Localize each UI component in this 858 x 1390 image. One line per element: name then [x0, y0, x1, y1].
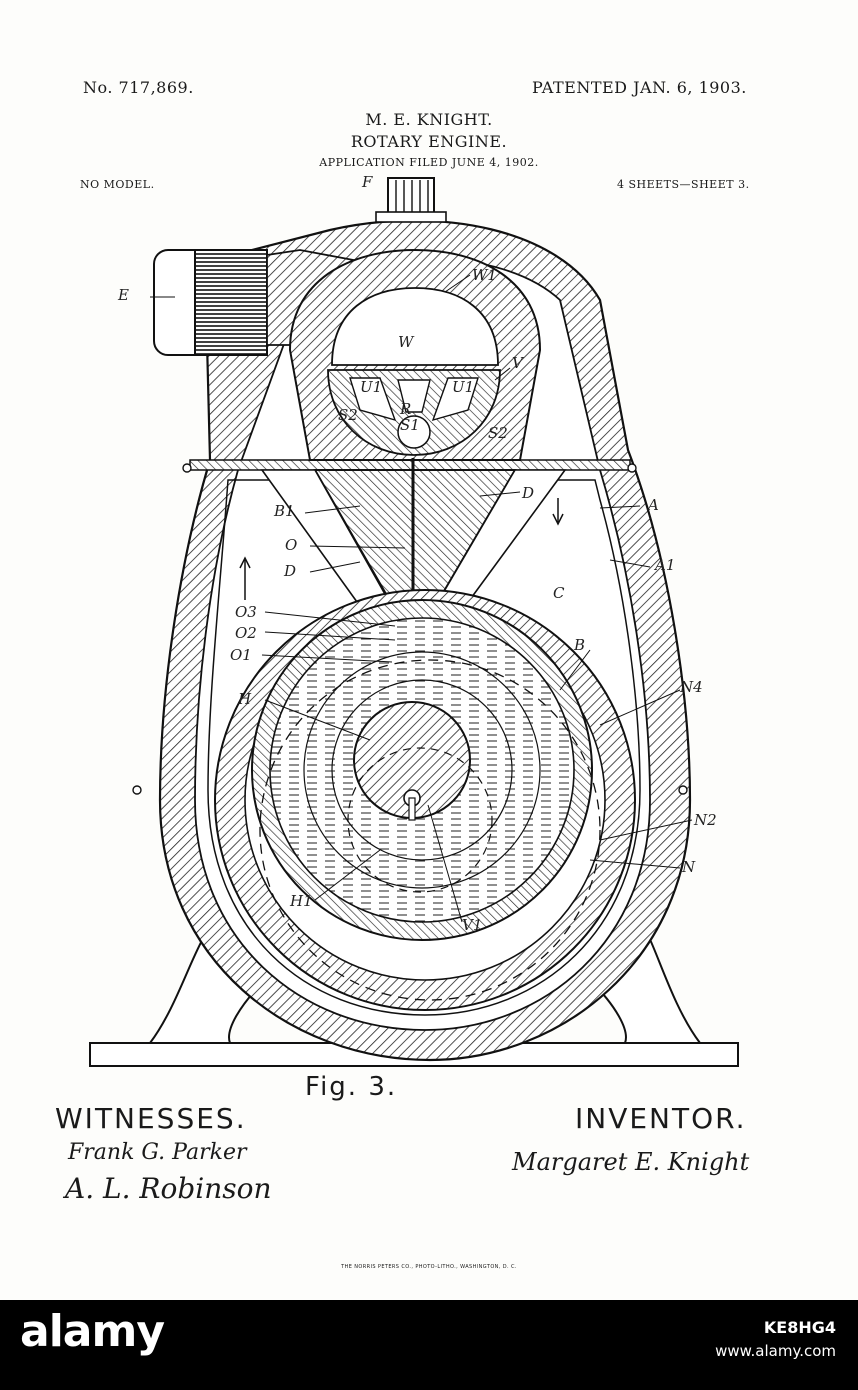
label-u1-right: U1 [452, 378, 474, 396]
label-w1: W1 [472, 266, 497, 284]
figure-caption: Fig. 3. [305, 1072, 398, 1102]
label-b: B [573, 636, 585, 654]
label-f: F [361, 173, 373, 191]
joint-flange [189, 459, 631, 471]
inventor-signature: Margaret E. Knight [512, 1148, 750, 1176]
inventor-name-heading: M. E. KNIGHT. [365, 110, 493, 129]
label-h1: H1 [289, 892, 313, 910]
alamy-logo: alamy [20, 1306, 165, 1357]
rotary-engine-drawing: F E W1 W V U1 U1 S2 S2 R S1 D A A1 B1 O … [89, 173, 739, 1067]
label-s2-left: S2 [338, 406, 358, 424]
inventor-heading: INVENTOR. [575, 1102, 747, 1135]
label-a1: A1 [653, 556, 675, 574]
label-b1: B1 [273, 502, 295, 520]
inner-shell [207, 479, 641, 1016]
label-n2: N2 [693, 811, 717, 829]
alamy-url: www.alamy.com [715, 1342, 836, 1360]
label-d-left: D [283, 562, 296, 580]
witness-signature-2: A. L. Robinson [65, 1172, 272, 1205]
printer-credit: THE NORRIS PETERS CO., PHOTO-LITHO., WAS… [341, 1264, 517, 1270]
exhaust-coils [194, 249, 268, 356]
label-n4: N4 [679, 678, 703, 696]
label-s1: S1 [400, 416, 420, 434]
witness-signature-1: Frank G. Parker [68, 1140, 247, 1165]
valve-chamber-w [331, 287, 499, 366]
label-o: O [285, 536, 297, 554]
label-s2-right: S2 [488, 424, 508, 442]
label-u1-left: U1 [360, 378, 382, 396]
application-filed: APPLICATION FILED JUNE 4, 1902. [319, 156, 539, 169]
witnesses-heading: WITNESSES. [55, 1102, 247, 1135]
patent-number: No. 717,869. [83, 78, 194, 97]
model-note: NO MODEL. [80, 178, 155, 191]
label-o1: O1 [230, 646, 252, 664]
dashed-orbit [259, 659, 601, 1001]
label-n: N [681, 858, 696, 876]
label-c: C [553, 584, 565, 602]
patent-title: ROTARY ENGINE. [350, 132, 508, 151]
image-id: KE8HG4 [763, 1318, 836, 1337]
label-a: A [646, 496, 659, 514]
watermark-banner [0, 1300, 858, 1390]
label-v: V [512, 354, 525, 372]
sheet-count: 4 SHEETS—SHEET 3. [617, 178, 750, 191]
label-o2: O2 [235, 624, 257, 642]
label-o3: O3 [235, 603, 257, 621]
label-w: W [398, 333, 415, 351]
patent-date: PATENTED JAN. 6, 1903. [532, 78, 747, 97]
label-e: E [117, 286, 129, 304]
label-r: R [399, 400, 411, 418]
label-v1: V1 [462, 916, 482, 934]
label-h: H [237, 690, 252, 708]
nozzle-f [387, 177, 435, 215]
label-d-top: D [521, 484, 534, 502]
